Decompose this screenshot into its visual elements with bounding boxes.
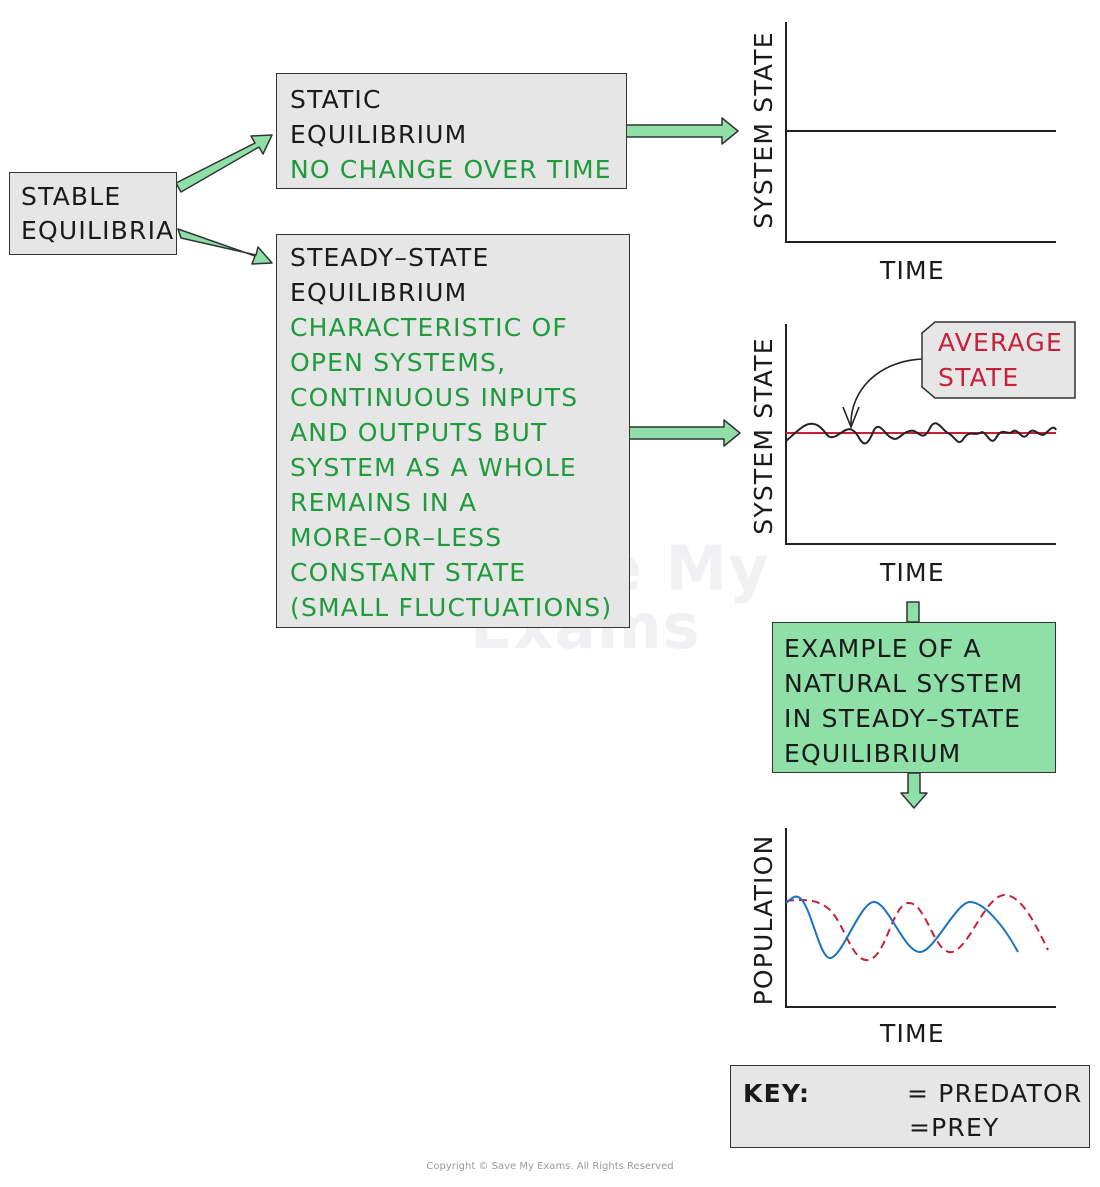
example-line-3: IN STEADY–STATE (784, 704, 1022, 733)
steady-desc-5: SYSTEM AS A WHOLE (290, 453, 577, 482)
steady-desc-9: (SMALL FLUCTUATIONS) (290, 593, 613, 622)
graph1-axes (785, 22, 1056, 243)
key-prey-label: =PREY (909, 1113, 1000, 1142)
graph1-xlabel: TIME (880, 256, 945, 285)
arrow-to-static (175, 134, 273, 193)
key-predator-label: = PREDATOR (907, 1079, 1083, 1108)
stable-line-1: STABLE (21, 182, 122, 211)
stable-equilibria-box: STABLE EQUILIBRIA (9, 172, 177, 255)
arrow-to-steady (177, 228, 273, 265)
callout-arrowhead (842, 406, 860, 430)
graph3-xlabel: TIME (880, 1019, 945, 1048)
steady-desc-3: CONTINUOUS INPUTS (290, 383, 579, 412)
predator-curve (785, 893, 1049, 961)
example-line-1: EXAMPLE OF A (784, 634, 982, 663)
static-equilibrium-box: STATIC EQUILIBRIUM NO CHANGE OVER TIME (276, 73, 627, 189)
steady-desc-1: CHARACTERISTIC OF (290, 313, 569, 342)
callout-tag (921, 321, 1076, 399)
key-box: KEY: = PREDATOR =PREY (730, 1065, 1090, 1148)
stable-line-2: EQUILIBRIA (21, 216, 175, 245)
arrow-example-to-population (900, 772, 928, 809)
graph2-axes (785, 324, 1056, 545)
copyright-text: Copyright © Save My Exams. All Rights Re… (426, 1161, 674, 1172)
static-title-2: EQUILIBRIUM (290, 120, 468, 149)
callout-state: STATE (938, 363, 1020, 392)
steady-state-box: STEADY–STATE EQUILIBRIUM CHARACTERISTIC … (276, 234, 630, 628)
arrow-static-to-graph (625, 117, 739, 145)
graph2-fluctuation-curve (785, 422, 1057, 445)
static-title-1: STATIC (290, 85, 382, 114)
example-line-4: EQUILIBRIUM (784, 739, 962, 768)
graph2-xlabel: TIME (880, 558, 945, 587)
arrow-graph-to-example (906, 601, 920, 623)
prey-curve (785, 895, 1019, 960)
graph2-ylabel: SYSTEM STATE (749, 337, 778, 535)
steady-desc-4: AND OUTPUTS BUT (290, 418, 548, 447)
arrow-steady-to-graph (628, 419, 741, 447)
graph3-ylabel: POPULATION (749, 834, 778, 1006)
steady-title-2: EQUILIBRIUM (290, 278, 468, 307)
key-title: KEY: (743, 1079, 811, 1108)
steady-title-1: STEADY–STATE (290, 243, 490, 272)
steady-desc-7: MORE–OR–LESS (290, 523, 503, 552)
steady-desc-2: OPEN SYSTEMS, (290, 348, 507, 377)
steady-desc-6: REMAINS IN A (290, 488, 478, 517)
callout-pointer (850, 358, 930, 426)
steady-desc-8: CONSTANT STATE (290, 558, 527, 587)
static-desc: NO CHANGE OVER TIME (290, 155, 612, 184)
example-line-2: NATURAL SYSTEM (784, 669, 1024, 698)
callout-average: AVERAGE (938, 328, 1063, 357)
graph3-axes (785, 828, 1056, 1008)
example-box: EXAMPLE OF A NATURAL SYSTEM IN STEADY–ST… (772, 622, 1056, 773)
graph1-ylabel: SYSTEM STATE (749, 31, 778, 229)
